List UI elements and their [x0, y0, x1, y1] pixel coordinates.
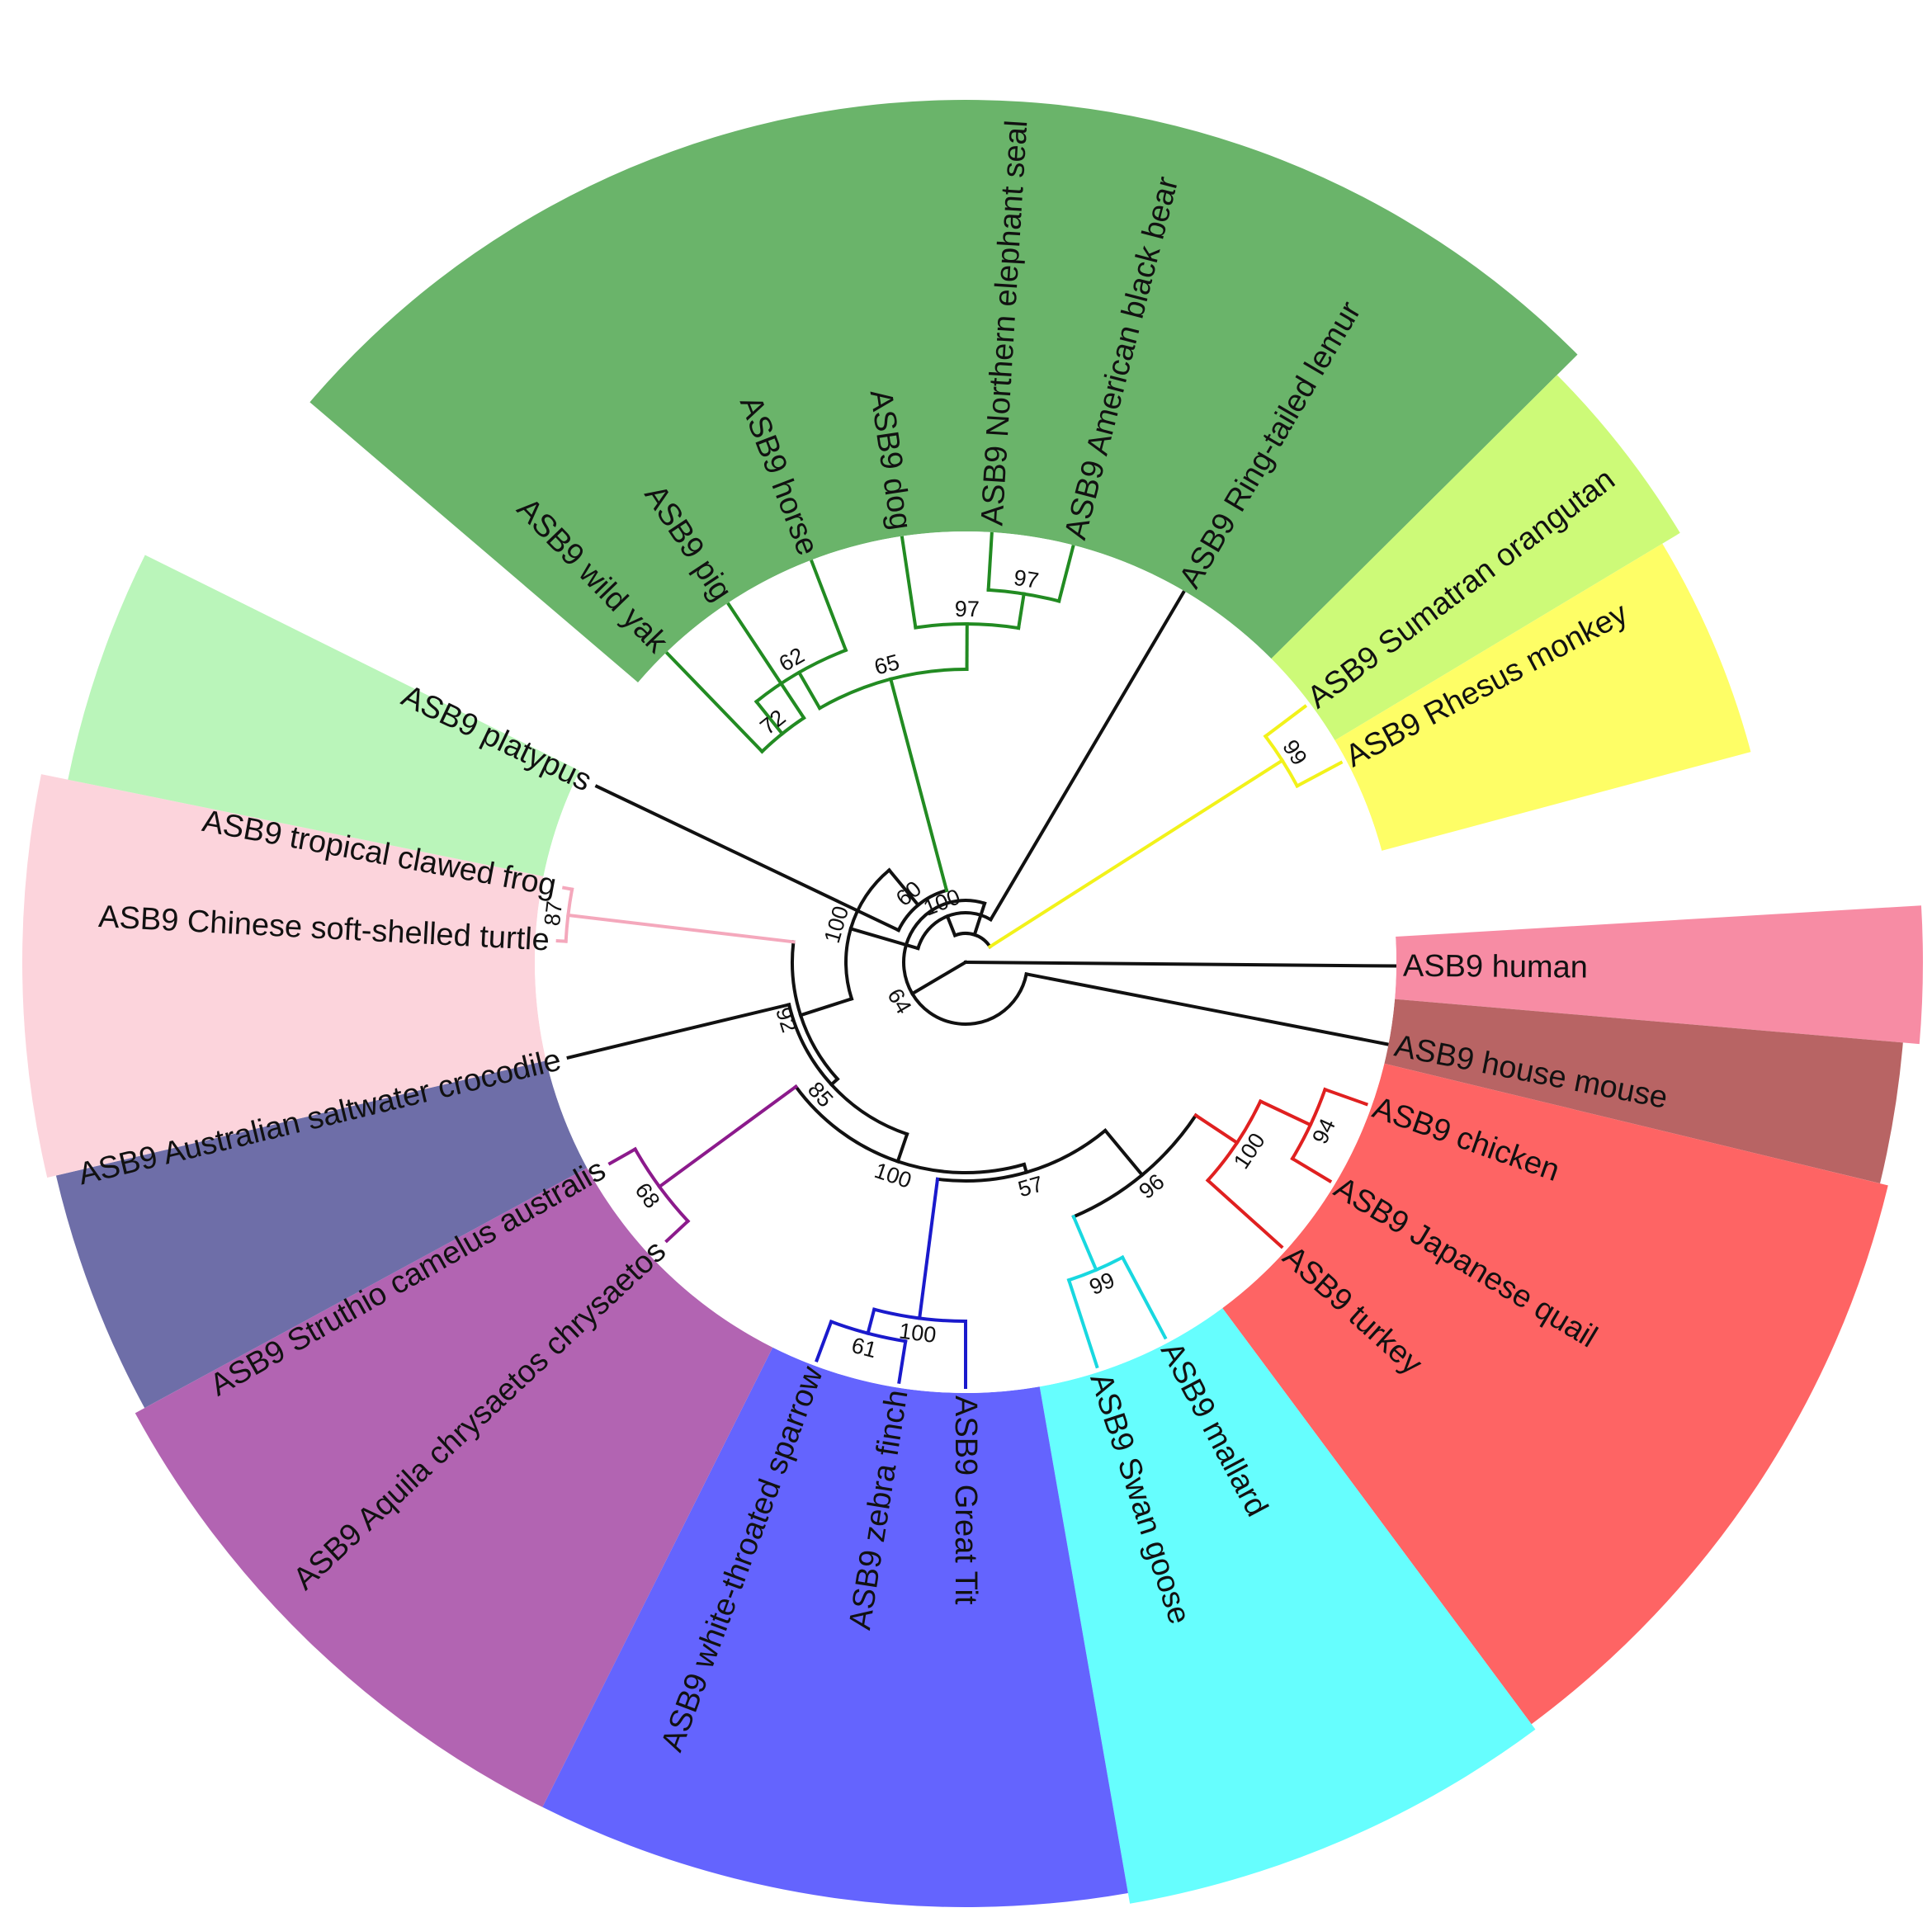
bootstrap-value: 65 [872, 649, 902, 680]
branch-L19 [900, 536, 918, 630]
branch-L2 [1322, 1087, 1369, 1107]
branch-zw [866, 1307, 876, 1336]
branch-L3 [1290, 1156, 1333, 1183]
sector-primate-apes [1334, 543, 1751, 851]
branch-L13 [555, 938, 568, 943]
branch-chq [1258, 1098, 1313, 1127]
branch-L18 [810, 559, 848, 653]
sector-crocodile [55, 1060, 588, 1409]
bootstrap-value: 100 [898, 1318, 938, 1348]
branch-L4 [1205, 1178, 1284, 1249]
branch-ans [1071, 1214, 1098, 1273]
branch-L1 [1024, 971, 1389, 1046]
branch-gaans [1103, 1128, 1145, 1178]
leaf-label-human: ASB9 human [1403, 949, 1588, 985]
branch-ft [566, 913, 796, 944]
branch-t100b [945, 914, 957, 938]
bootstrap-value: 97 [955, 597, 980, 621]
branch-L20 [986, 531, 994, 592]
branch-L6 [1066, 1277, 1099, 1369]
branch-L0 [963, 960, 1396, 968]
sector-passeriformes [542, 1347, 1128, 1907]
branch-aves [895, 1131, 909, 1164]
branch-mam [753, 699, 785, 736]
branch-pas [917, 1177, 940, 1320]
tree-branches [555, 531, 1396, 1389]
sector-amphibian-turtle [22, 774, 546, 1178]
branch-L11 [607, 1146, 638, 1166]
branch-neo [1022, 1162, 1029, 1175]
branch-sb [1016, 592, 1026, 630]
branch-t60 [886, 867, 921, 908]
branch-t64 [909, 960, 968, 996]
sector-anseriformes [1039, 1308, 1536, 1904]
sector-human [1395, 905, 1923, 1045]
bootstrap-value: 97 [1012, 565, 1040, 593]
branch-L16 [664, 651, 765, 754]
branch-aq [657, 1084, 799, 1189]
bootstrap-value: 61 [849, 1333, 880, 1363]
branch-sau [798, 996, 854, 1018]
branch-L12 [566, 1002, 791, 1060]
branch-L9 [815, 1319, 834, 1362]
branch-L15 [594, 784, 901, 933]
branch-gal [1193, 1112, 1240, 1145]
branch-L24 [1295, 760, 1344, 789]
branch-ung [796, 670, 822, 711]
branch-L22 [988, 590, 1186, 923]
sector-primate-lemur [1271, 375, 1680, 741]
branch-api [987, 758, 1285, 949]
sector-mouse [1384, 999, 1903, 1184]
sector-monotreme [68, 555, 580, 876]
branch-L21 [1056, 545, 1075, 603]
branch-L14 [561, 885, 574, 891]
branch-L5 [1120, 1254, 1168, 1340]
branch-prim [972, 901, 987, 937]
sector-galliformes [1222, 1063, 1888, 1725]
branch-arch [829, 1076, 840, 1088]
clade-color-sectors [22, 100, 1923, 1907]
leaf-label-great-tit: ASB9 Great Tit [948, 1395, 983, 1605]
branch-lau [888, 677, 949, 893]
sector-mammals-laurasiatheria [309, 100, 1578, 682]
branch-L17 [726, 602, 806, 720]
branch-L10 [664, 1218, 691, 1244]
branch-L8 [897, 1339, 908, 1384]
sector-raptor-ratite [135, 1168, 773, 1807]
branch-L23 [1263, 704, 1308, 739]
bootstrap-value: 87 [540, 900, 567, 927]
